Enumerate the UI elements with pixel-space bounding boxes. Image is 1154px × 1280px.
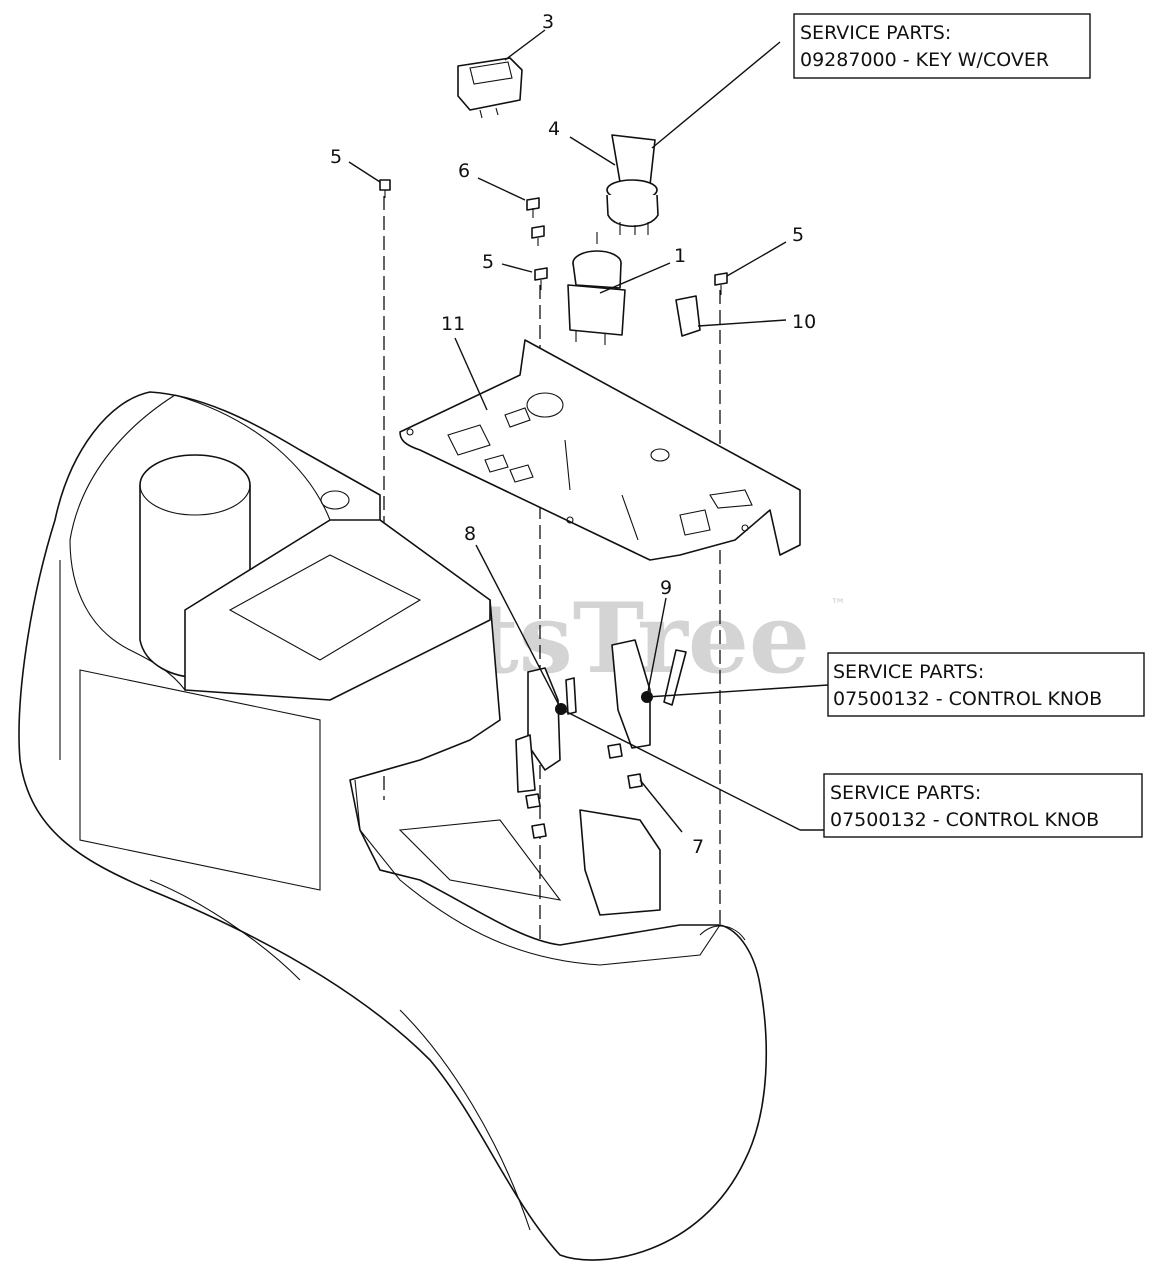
part-9-lever — [611, 639, 687, 749]
watermark-tm: ™ — [830, 595, 846, 614]
service-box-knob-upper-title: SERVICE PARTS: — [833, 661, 984, 683]
callout-8: 8 — [464, 523, 476, 545]
part-8-lever — [515, 667, 577, 793]
callout-3: 3 — [542, 11, 554, 33]
service-box-key: SERVICE PARTS: 09287000 - KEY W/COVER — [793, 13, 1091, 79]
callout-4: 4 — [548, 118, 560, 140]
service-box-knob-lower: SERVICE PARTS: 07500132 - CONTROL KNOB — [823, 773, 1143, 838]
callout-5b: 5 — [482, 251, 494, 273]
callout-1: 1 — [674, 245, 686, 267]
leader-lines — [348, 29, 829, 833]
callout-11: 11 — [441, 313, 465, 335]
console-housing — [18, 391, 768, 1261]
callout-6: 6 — [458, 160, 470, 182]
part-7-nuts — [525, 743, 643, 839]
service-box-knob-lower-part: 07500132 - CONTROL KNOB — [830, 809, 1099, 831]
control-plate — [399, 339, 801, 561]
service-box-key-title: SERVICE PARTS: — [800, 22, 951, 44]
service-box-knob-upper: SERVICE PARTS: 07500132 - CONTROL KNOB — [827, 652, 1145, 717]
callout-5c: 5 — [792, 224, 804, 246]
part-4-key-switch — [606, 134, 659, 235]
callout-7: 7 — [692, 836, 704, 858]
service-box-knob-lower-title: SERVICE PARTS: — [830, 782, 981, 804]
part-3-switch — [457, 57, 523, 119]
callout-10: 10 — [792, 311, 816, 333]
callout-9: 9 — [660, 577, 672, 599]
service-box-knob-upper-part: 07500132 - CONTROL KNOB — [833, 688, 1102, 710]
part-1-pto-switch — [567, 232, 626, 345]
service-box-key-part: 09287000 - KEY W/COVER — [800, 49, 1049, 71]
callout-5a: 5 — [330, 146, 342, 168]
screws — [379, 179, 728, 295]
callout-numbers: 3 4 5 6 5 1 5 10 11 8 9 7 — [330, 11, 816, 858]
part-10-switch — [675, 295, 701, 337]
